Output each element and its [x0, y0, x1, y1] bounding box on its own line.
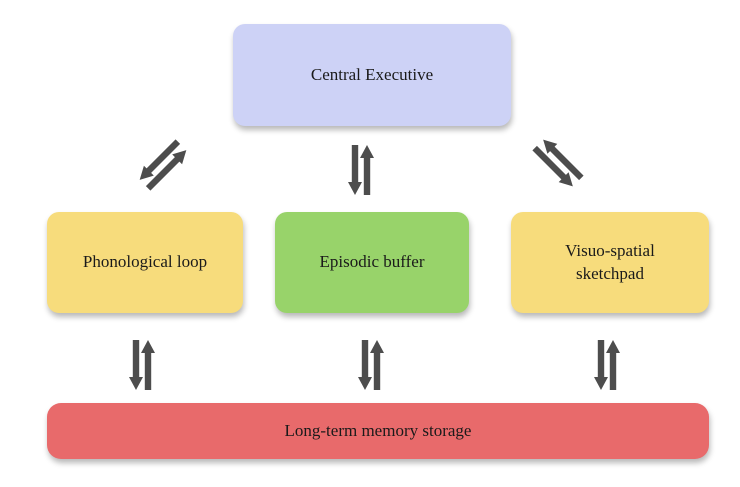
arrow-up — [141, 340, 155, 390]
arrow-up — [606, 340, 620, 390]
arrow-down — [139, 139, 181, 180]
phonological-loop-node: Phonological loop — [47, 212, 243, 313]
bidirectional-arrow-phonological-loop-long-term-memory — [129, 340, 155, 390]
bidirectional-arrow-central-executive-phonological-loop — [139, 139, 187, 191]
arrow-down — [348, 145, 362, 195]
arrow-up — [370, 340, 384, 390]
visuo-spatial-sketchpad-node: Visuo-spatial sketchpad — [511, 212, 709, 313]
arrow-down — [594, 340, 608, 390]
episodic-buffer-label: Episodic buffer — [319, 252, 425, 272]
arrow-down — [129, 340, 143, 390]
arrow-up — [145, 150, 187, 191]
central-executive-node: Central Executive — [233, 24, 511, 126]
central-executive-label: Central Executive — [310, 64, 434, 84]
visuo-spatial-label-line2: sketchpad — [576, 263, 644, 283]
phonological-loop-label: Phonological loop — [82, 252, 208, 272]
bidirectional-arrow-central-executive-visuo-spatial — [532, 139, 584, 187]
long-term-memory-label: Long-term memory storage — [284, 420, 472, 440]
bidirectional-arrow-central-executive-episodic-buffer — [348, 145, 374, 195]
arrow-down — [358, 340, 372, 390]
arrow-up — [360, 145, 374, 195]
long-term-memory-node: Long-term memory storage — [47, 403, 709, 459]
episodic-buffer-node: Episodic buffer — [275, 212, 469, 313]
bidirectional-arrow-episodic-buffer-long-term-memory — [358, 340, 384, 390]
arrow-down — [532, 145, 573, 187]
arrow-up — [543, 139, 584, 181]
visuo-spatial-label-line1: Visuo-spatial — [565, 241, 655, 261]
bidirectional-arrow-visuo-spatial-long-term-memory — [594, 340, 620, 390]
